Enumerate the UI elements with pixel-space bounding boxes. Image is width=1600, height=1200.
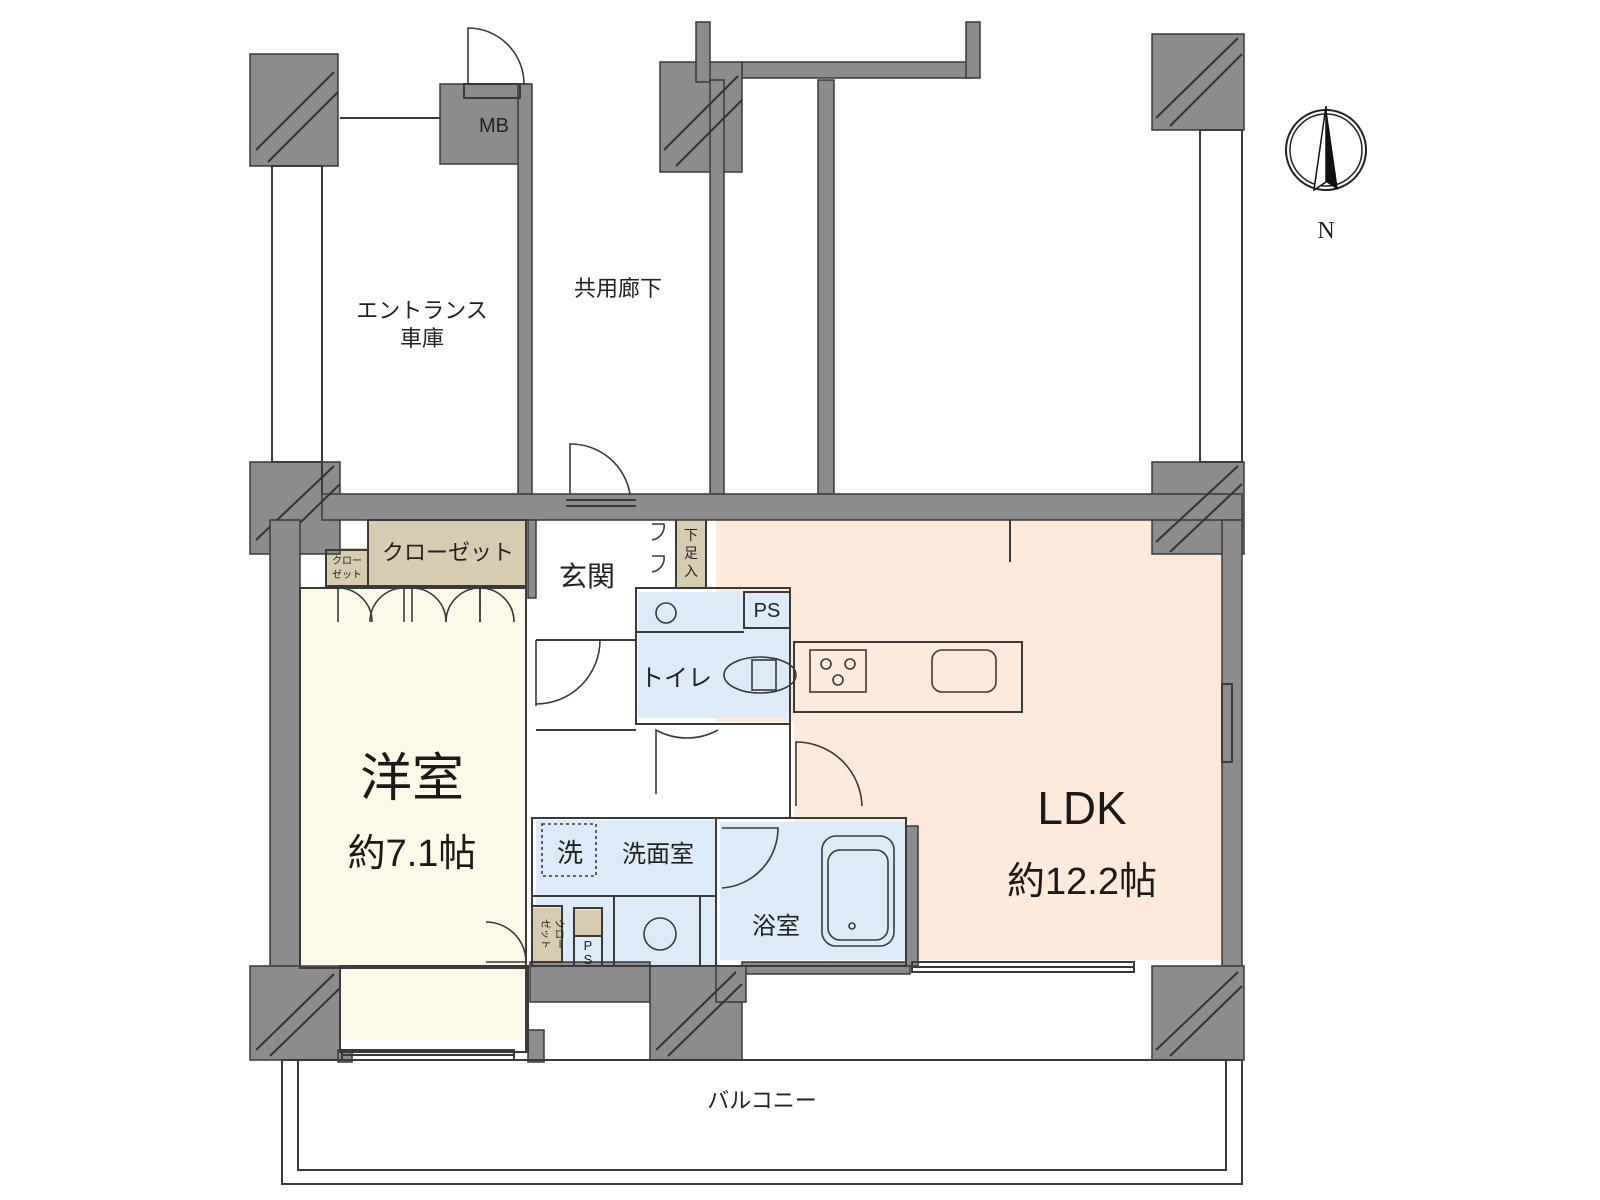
room-label-corridor: 共用廊下 [574, 276, 662, 301]
balcony-outline [281, 1059, 1243, 1185]
washing-machine-icon [541, 823, 597, 877]
washroom-area [536, 820, 716, 966]
room-label-closet-small-b2: ゼット [539, 919, 551, 949]
interior-lines [299, 519, 1233, 1053]
toilet-sink-icon [655, 602, 677, 624]
windows [341, 499, 1135, 1061]
lower-hatches [255, 971, 1243, 1057]
room-label-shoebox-2: 足 [684, 545, 698, 561]
room-label-ps-bottom-2: S [584, 952, 593, 967]
room-label-toilet: トイレ [640, 665, 712, 692]
compass-icon [1285, 105, 1367, 192]
room-label-ldk-size: 約12.2帖 [1007, 861, 1157, 903]
room-label-western: 洋室 [360, 750, 464, 808]
room-label-ldk: LDK [1037, 782, 1127, 834]
room-label-shoebox-1: 下 [684, 527, 698, 543]
bathtub-icon [821, 835, 895, 947]
room-label-ps-bottom-1: P [584, 938, 593, 953]
wash-basin-icon [643, 917, 677, 951]
room-label-western-size: 約7.1帖 [348, 833, 477, 875]
closet-small-bottom-area [532, 908, 562, 962]
fixtures [541, 602, 997, 951]
room-label-balcony: バルコニー [707, 1088, 817, 1113]
room-label-bathroom: 浴室 [752, 913, 800, 940]
upper-walls [249, 21, 1245, 555]
toilet-bowl-icon [723, 656, 797, 694]
western-room-lower [340, 960, 528, 1040]
room-label-closet-small-b1: クロー [553, 919, 565, 949]
ldk-area [716, 520, 1222, 960]
closet-main-area [368, 520, 526, 586]
kitchen-sink-icon [931, 649, 997, 693]
toilet-area [638, 592, 790, 718]
ps-bottom-area [574, 910, 602, 936]
room-label-genkan: 玄関 [559, 561, 615, 592]
compass-north-label: N [1317, 218, 1334, 244]
shoe-box-area [676, 520, 706, 588]
room-label-shoebox-3: 入 [684, 563, 698, 579]
stove-icon [809, 649, 867, 693]
room-label-wash-mark: 洗 [557, 838, 583, 868]
bathroom-area [720, 822, 906, 960]
room-label-closet: クローゼット [382, 540, 514, 565]
room-label-washroom: 洗面室 [622, 841, 694, 868]
room-label-ps-top: PS [754, 600, 781, 622]
room-label-entrance: エントランス [356, 298, 488, 323]
room-label-mb: MB [479, 115, 509, 137]
doors [337, 27, 863, 963]
upper-outlines [271, 117, 1243, 494]
room-label-garage: 車庫 [400, 326, 444, 351]
hatched-corners [255, 37, 1243, 553]
room-label-closet-small-2: ゼット [332, 569, 362, 581]
room-label-closet-small-1: クロー [332, 555, 362, 567]
